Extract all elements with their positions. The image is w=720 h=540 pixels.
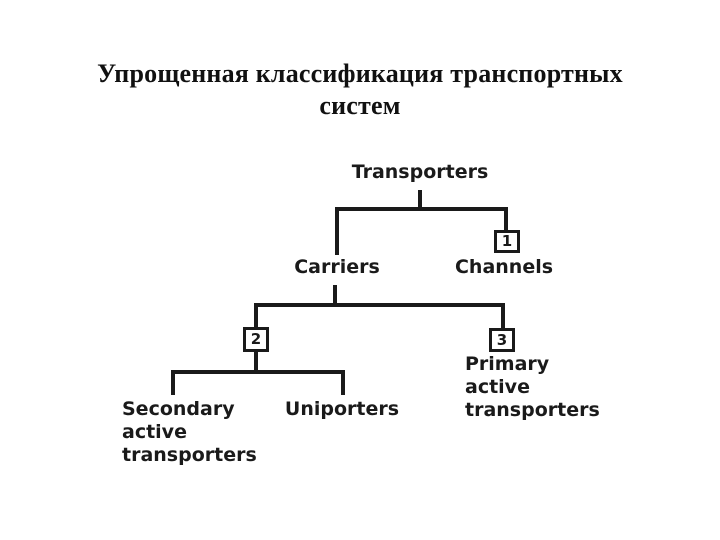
page-title-line-2: систем xyxy=(319,91,401,120)
marker-box-3-value: 3 xyxy=(496,330,508,349)
node-secondary-active-transporters-line-3: transporters xyxy=(122,444,257,466)
edge-to-marker-2 xyxy=(254,303,258,328)
node-carriers: Carriers xyxy=(294,256,380,279)
page-title-line-1: Упрощенная классификация транспортных xyxy=(97,59,623,88)
edge-carriers-stem xyxy=(333,285,337,307)
node-carriers-label: Carriers xyxy=(294,256,380,278)
node-secondary-active-transporters-line-2: active xyxy=(122,421,187,443)
edge-to-uniporters xyxy=(341,370,345,395)
node-primary-active-transporters-line-1: Primary xyxy=(465,353,550,375)
edge-bus-level-3 xyxy=(171,370,345,374)
marker-box-1-value: 1 xyxy=(501,232,513,250)
node-transporters: Transporters xyxy=(352,161,489,184)
node-primary-active-transporters-line-2: active xyxy=(465,376,530,398)
node-channels: Channels xyxy=(455,256,553,279)
node-transporters-label: Transporters xyxy=(351,161,489,183)
marker-box-2-value: 2 xyxy=(250,330,262,348)
edge-to-channels xyxy=(504,207,508,233)
node-secondary-active-transporters: Secondary active transporters xyxy=(122,398,287,467)
node-primary-active-transporters: Primary active transporters xyxy=(465,353,615,422)
edge-transporters-stem xyxy=(418,190,422,211)
edge-to-carriers xyxy=(335,207,339,255)
edge-to-secondary-active-transporters xyxy=(171,370,175,395)
node-uniporters: Uniporters xyxy=(285,398,399,421)
marker-box-1: 1 xyxy=(494,230,520,253)
node-uniporters-label: Uniporters xyxy=(284,398,400,420)
marker-box-3: 3 xyxy=(489,328,515,352)
edge-marker-2-stem xyxy=(254,351,258,374)
marker-box-2: 2 xyxy=(243,327,269,352)
node-primary-active-transporters-line-3: transporters xyxy=(465,399,600,421)
page-title: Упрощенная классификация транспортных си… xyxy=(60,58,660,122)
edge-bus-level-2 xyxy=(255,303,505,307)
node-channels-label: Channels xyxy=(454,256,554,278)
edge-bus-level-1 xyxy=(335,207,508,211)
node-secondary-active-transporters-line-1: Secondary xyxy=(122,398,235,420)
edge-to-primary-active-transporters xyxy=(501,303,505,329)
